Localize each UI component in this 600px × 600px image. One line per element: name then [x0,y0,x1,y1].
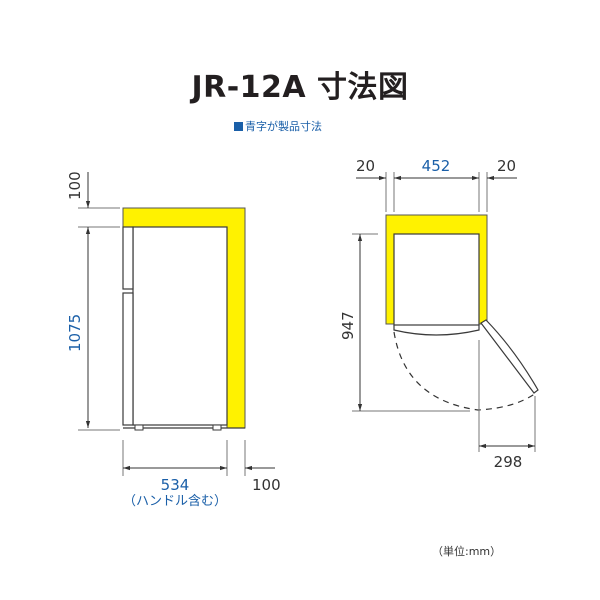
side-view: 100 1075 534 （ハンドル含む） 100 [66,171,281,509]
width-label: 452 [422,157,451,175]
door-swing-label: 298 [494,453,523,471]
blue-square-icon [234,122,243,131]
top-clearance-label: 100 [66,171,84,200]
open-door [480,319,539,394]
back-clearance-label: 100 [252,476,281,494]
fridge-body-top [393,233,480,326]
fridge-body-side [132,226,228,426]
rear-foot [212,424,222,431]
right-clearance-label: 20 [497,157,516,175]
height-label: 1075 [66,314,84,352]
page-title: JR-12A 寸法図 [191,70,409,105]
legend: 青字が製品寸法 [234,118,322,134]
fridge-door-side [122,292,134,426]
unit-note: （単位:mm） [432,545,502,558]
depth-label: 534 [161,476,190,494]
front-foot [134,424,144,431]
legend-text: 青字が製品寸法 [245,120,322,133]
top-view: 20 452 20 947 298 [339,157,539,471]
left-clearance-label: 20 [356,157,375,175]
door-swing-arc [393,331,537,411]
freezer-door-side [122,226,134,290]
depth-note: （ハンドル含む） [123,493,227,509]
open-depth-label: 947 [339,311,357,340]
